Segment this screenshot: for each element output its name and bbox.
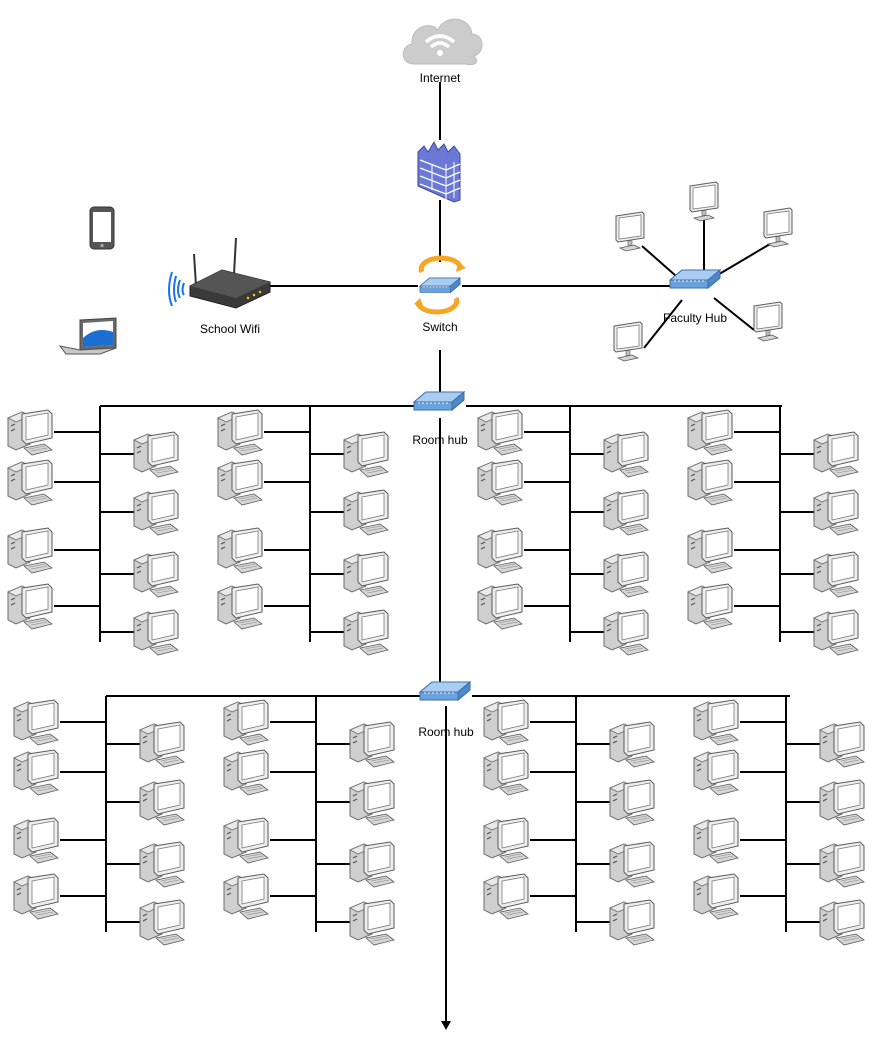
desktop-computer-icon: [693, 817, 739, 864]
desktop-computer-icon: [687, 583, 733, 630]
desktop-computer-icon: [609, 721, 655, 768]
desktop-computer-icon: [7, 409, 53, 456]
desktop-computer-icon: [603, 609, 649, 656]
desktop-computer-icon: [819, 779, 865, 826]
faculty-hub-icon: [669, 269, 721, 289]
continuation-arrow-icon: [441, 1021, 451, 1030]
switch-label: Switch: [422, 320, 457, 334]
desktop-computer-icon: [813, 609, 859, 656]
desktop-computer-icon: [349, 721, 395, 768]
desktop-computer-icon: [223, 749, 269, 796]
connection-lines: [100, 82, 790, 1024]
desktop-computer-icon: [13, 699, 59, 746]
desktop-computer-icon: [483, 699, 529, 746]
cloud-wifi-icon: [402, 18, 483, 66]
desktop-computer-icon: [343, 489, 389, 536]
desktop-computer-icon: [223, 817, 269, 864]
desktop-computer-icon: [223, 873, 269, 920]
monitor-icon: [613, 321, 643, 362]
desktop-computer-icon: [7, 527, 53, 574]
desktop-computer-icon: [483, 873, 529, 920]
desktop-computer-icon: [819, 841, 865, 888]
desktop-computer-icon: [813, 431, 859, 478]
desktop-computer-icon: [217, 583, 263, 630]
desktop-computer-icon: [343, 551, 389, 598]
desktop-computer-icon: [609, 841, 655, 888]
desktop-computer-icon: [693, 873, 739, 920]
desktop-computer-icon: [477, 459, 523, 506]
wifi-label: School Wifi: [200, 322, 260, 336]
desktop-computer-icon: [819, 721, 865, 768]
desktop-computer-icon: [133, 431, 179, 478]
desktop-computer-icon: [693, 699, 739, 746]
desktop-computer-icon: [349, 841, 395, 888]
desktop-computer-icon: [139, 841, 185, 888]
desktop-computer-icon: [133, 489, 179, 536]
monitor-icon: [689, 181, 719, 222]
desktop-computer-icon: [13, 749, 59, 796]
desktop-computer-icon: [133, 551, 179, 598]
room-hub-1-icon: [413, 391, 465, 411]
desktop-computer-icon: [603, 551, 649, 598]
desktop-computer-icon: [483, 749, 529, 796]
smartphone-icon: [89, 206, 115, 250]
desktop-computer-icon: [349, 899, 395, 946]
firewall-icon: [417, 140, 461, 203]
desktop-computer-icon: [7, 459, 53, 506]
desktop-computer-icon: [687, 409, 733, 456]
desktop-computer-icon: [609, 779, 655, 826]
monitor-icon: [763, 207, 793, 248]
desktop-computer-icon: [133, 609, 179, 656]
desktop-computer-icon: [13, 817, 59, 864]
desktop-computer-icon: [343, 431, 389, 478]
network-switch-icon: [414, 255, 466, 315]
classroom-clusters: [7, 406, 865, 946]
desktop-computer-icon: [7, 583, 53, 630]
desktop-computer-icon: [603, 431, 649, 478]
desktop-computer-icon: [477, 527, 523, 574]
desktop-computer-icon: [349, 779, 395, 826]
desktop-computer-icon: [139, 779, 185, 826]
desktop-computer-icon: [813, 551, 859, 598]
desktop-computer-icon: [477, 409, 523, 456]
desktop-computer-icon: [819, 899, 865, 946]
desktop-computer-icon: [483, 817, 529, 864]
room-hub-2-icon: [419, 681, 471, 701]
desktop-computer-icon: [693, 749, 739, 796]
room-hub-1-label: Room hub: [412, 433, 468, 447]
desktop-computer-icon: [217, 459, 263, 506]
desktop-computer-icon: [217, 527, 263, 574]
desktop-computer-icon: [687, 459, 733, 506]
room-hub-2-label: Room hub: [418, 725, 474, 739]
monitor-icon: [615, 211, 645, 252]
desktop-computer-icon: [217, 409, 263, 456]
desktop-computer-icon: [477, 583, 523, 630]
monitor-icon: [753, 301, 783, 342]
faculty-hub-label: Faculty Hub: [663, 311, 727, 325]
desktop-computer-icon: [609, 899, 655, 946]
laptop-icon: [58, 317, 117, 355]
desktop-computer-icon: [813, 489, 859, 536]
internet-label: Internet: [420, 71, 461, 85]
desktop-computer-icon: [343, 609, 389, 656]
desktop-computer-icon: [13, 873, 59, 920]
desktop-computer-icon: [139, 721, 185, 768]
desktop-computer-icon: [139, 899, 185, 946]
desktop-computer-icon: [223, 699, 269, 746]
desktop-computer-icon: [603, 489, 649, 536]
wireless-router-icon: [168, 237, 271, 309]
desktop-computer-icon: [687, 527, 733, 574]
